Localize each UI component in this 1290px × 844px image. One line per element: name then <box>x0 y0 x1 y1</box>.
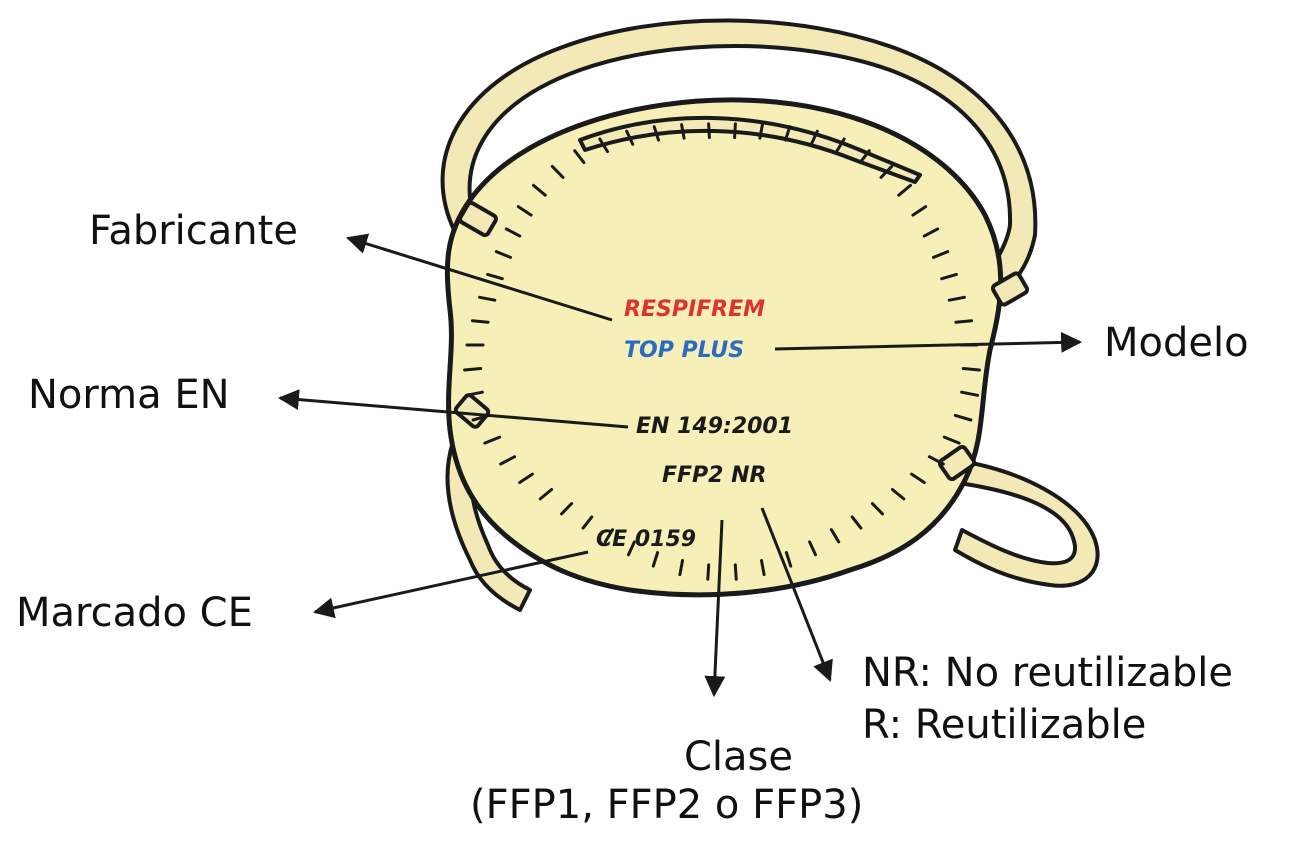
stitch-tick <box>735 565 736 579</box>
stitch-tick <box>465 369 481 371</box>
stitch-tick <box>963 369 979 371</box>
label-reuse-line1: NR: No reutilizable <box>862 650 1233 696</box>
arrow-marcado <box>315 552 588 612</box>
stitch-tick <box>472 321 488 323</box>
mask-manufacturer-text: RESPIFREM <box>624 297 765 322</box>
mask-class-text: FFP2 NR <box>662 463 767 488</box>
label-clase-line1: Clase <box>684 734 793 780</box>
right-lower-strap <box>952 460 1098 586</box>
mask-ce-text: CE 0159 <box>596 527 696 552</box>
label-marcado: Marcado CE <box>16 590 253 636</box>
stitch-tick <box>735 124 736 138</box>
stitch-tick <box>709 124 710 138</box>
stitch-tick <box>708 565 709 579</box>
mask-model-text: TOP PLUS <box>624 338 744 363</box>
label-norma: Norma EN <box>28 372 230 418</box>
label-modelo: Modelo <box>1104 320 1249 366</box>
stitch-tick <box>956 321 972 323</box>
label-fabricante: Fabricante <box>89 208 298 254</box>
label-reuse-line2: R: Reutilizable <box>862 702 1146 748</box>
mask-standard-text: EN 149:2001 <box>636 414 793 439</box>
label-clase-line2: (FFP1, FFP2 o FFP3) <box>470 782 863 828</box>
